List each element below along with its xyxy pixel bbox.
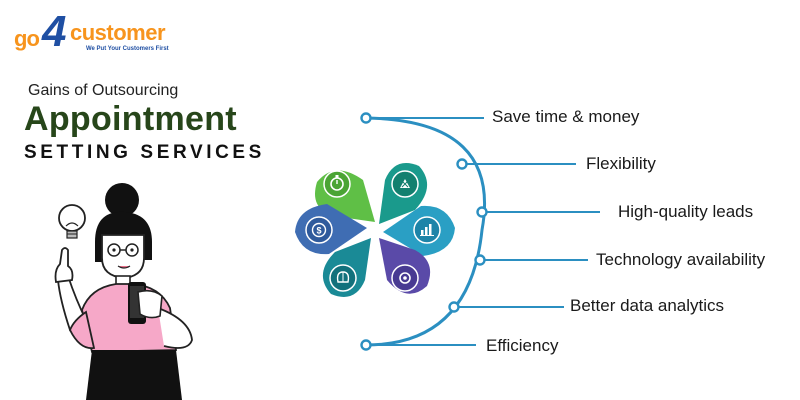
connector-dot	[360, 112, 372, 124]
benefit-label-technology: Technology availability	[596, 250, 766, 269]
dollar-cycle-icon: $	[311, 222, 327, 238]
stopwatch-icon	[330, 175, 344, 191]
benefits-diagram: $ Save time & money Flexibility High-qua…	[270, 100, 800, 370]
petal-high-quality-leads	[383, 205, 455, 256]
logo-tagline: We Put Your Customers First	[86, 46, 169, 52]
headline-subtitle: Gains of Outsourcing	[28, 82, 179, 99]
bar-chart-icon	[420, 224, 434, 236]
benefit-label-efficiency: Efficiency	[486, 336, 559, 355]
svg-text:$: $	[316, 226, 321, 236]
connector-dot	[448, 301, 460, 313]
connector-dot	[456, 158, 468, 170]
headline-title-sub: SETTING SERVICES	[24, 142, 265, 163]
lightbulb-icon	[58, 204, 86, 239]
connector-dot	[360, 339, 372, 351]
petal-efficiency: $	[295, 204, 367, 255]
cog-tech-icon	[399, 272, 411, 284]
headline-title: Appointment	[24, 100, 237, 138]
benefit-label-high-quality-leads: High-quality leads	[618, 202, 754, 221]
benefits-arc	[365, 116, 487, 347]
girl-with-phone-illustration	[54, 183, 193, 400]
benefit-label-data-analytics: Better data analytics	[570, 296, 725, 315]
benefits-diagram-svg: $	[295, 112, 600, 351]
petal-data-analytics	[322, 238, 371, 297]
brand-logo[interactable]: go 4 customer We Put Your Customers Firs…	[12, 10, 172, 54]
connector-dot	[474, 254, 486, 266]
analytics-head-icon	[336, 271, 350, 283]
flexible-arrows-icon	[400, 179, 410, 188]
benefit-label-flexibility: Flexibility	[586, 154, 656, 173]
petal-technology	[379, 238, 431, 294]
connector-dot	[476, 206, 488, 218]
logo-four-text: 4	[42, 7, 67, 56]
petal-flexibility	[379, 163, 428, 224]
logo-customer-text: customer	[70, 20, 166, 45]
benefit-label-save-time: Save time & money	[492, 107, 640, 126]
logo-go-text: go	[14, 26, 40, 51]
